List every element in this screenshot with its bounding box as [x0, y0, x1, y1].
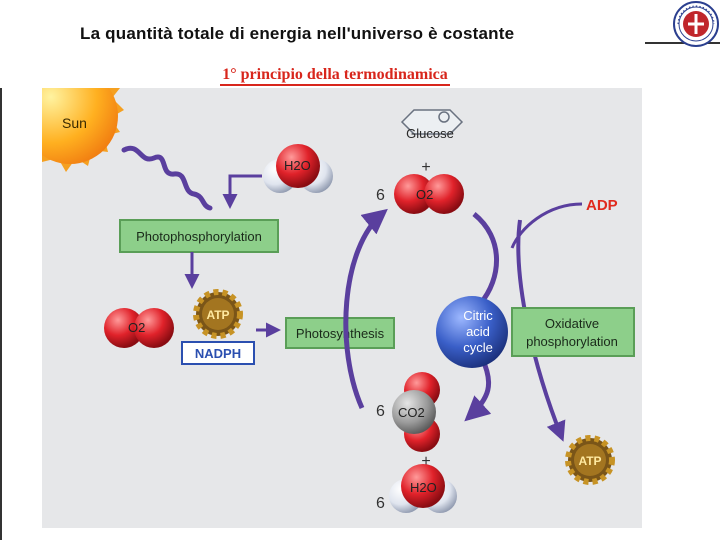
citric-line3: cycle	[463, 340, 493, 355]
adp-arrow	[510, 202, 583, 249]
citric-line1: Citric	[463, 308, 493, 323]
sun-icon	[42, 88, 124, 172]
co2-label: CO2	[398, 405, 425, 420]
citric-line2: acid	[466, 324, 490, 339]
glucose-label: Glucose	[406, 126, 454, 141]
plus-top: +	[421, 159, 430, 176]
oxidative-line2: phosphorylation	[526, 334, 618, 349]
oxygen-molecule-top-icon	[394, 174, 464, 214]
cycle-arc-left	[343, 208, 388, 410]
left-rule	[0, 88, 2, 540]
atp-gear-right-icon	[565, 435, 615, 485]
arrow-to-photophosphorylation	[222, 174, 262, 209]
photophosphorylation-label: Photophosphorylation	[136, 229, 262, 244]
adp-label: ADP	[586, 197, 618, 214]
university-seal-logo	[672, 0, 720, 48]
cycle-arc-right-top	[472, 212, 499, 306]
o2-coefficient: 6	[376, 187, 385, 204]
photosynthesis-respiration-diagram: Sun H2O Photophosphorylation O2 ATP	[42, 88, 642, 528]
atp-left-label: ATP	[206, 308, 229, 322]
h2o-top-label: H2O	[284, 158, 311, 173]
oxidative-line1: Oxidative	[545, 316, 599, 331]
atp-gear-left-icon	[193, 289, 243, 339]
water-molecule-bottom-icon	[389, 464, 457, 513]
nadph-box	[181, 341, 255, 365]
atp-right-label: ATP	[578, 454, 601, 468]
co2-coefficient: 6	[376, 403, 385, 420]
photosynthesis-box	[285, 317, 395, 349]
o2-top-label: O2	[416, 187, 433, 202]
subtitle-text: 1° principio della termodinamica	[220, 66, 450, 86]
sun-label: Sun	[62, 115, 87, 131]
h2o-bottom-label: H2O	[410, 480, 437, 495]
carbon-dioxide-molecule-icon	[392, 372, 440, 452]
oxidative-phosphorylation-box	[511, 307, 635, 357]
oxygen-molecule-left-icon	[104, 308, 174, 348]
glucose-oxygen-icon	[438, 111, 450, 123]
h2o-bottom-coefficient: 6	[376, 495, 385, 512]
photosynthesis-label: Photosynthesis	[296, 326, 385, 341]
photophosphorylation-box	[119, 219, 279, 253]
o2-left-label: O2	[128, 320, 145, 335]
plus-bottom: +	[421, 453, 430, 470]
page-subtitle: 1° principio della termodinamica	[150, 66, 520, 86]
light-ray-icon	[121, 145, 213, 211]
water-molecule-icon	[263, 144, 333, 193]
page-title: La quantità totale di energia nell'unive…	[80, 24, 515, 43]
header-rule	[645, 42, 720, 44]
citric-acid-cycle-icon	[436, 296, 508, 368]
glucose-hexagon-icon	[400, 109, 464, 135]
nadph-label: NADPH	[195, 346, 241, 361]
